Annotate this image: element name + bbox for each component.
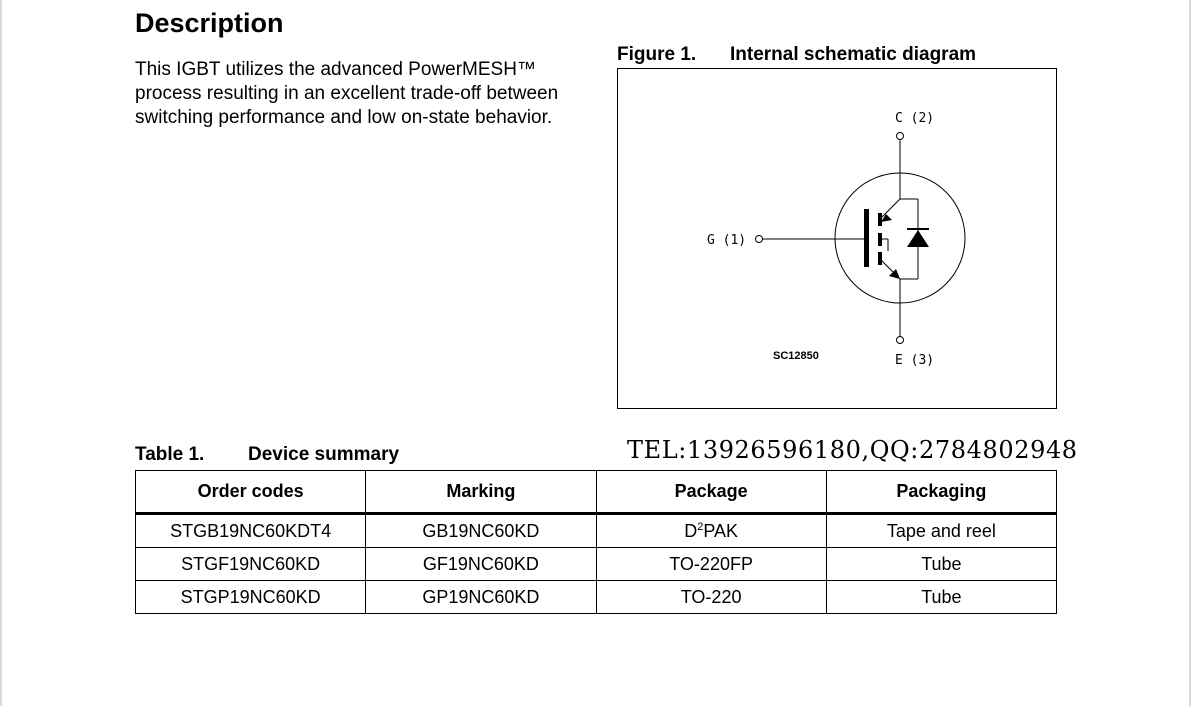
table-header-row: Order codes Marking Package Packaging bbox=[134, 470, 1058, 515]
table-row: STGB19NC60KDT4 GB19NC60KD D2PAK Tape and… bbox=[134, 513, 1058, 548]
collector-terminal bbox=[896, 132, 904, 140]
marking-cell: GB19NC60KD bbox=[365, 513, 597, 548]
table-number: Table 1. bbox=[135, 444, 205, 465]
order-code-cell: STGB19NC60KDT4 bbox=[134, 513, 367, 548]
header-packaging: Packaging bbox=[825, 470, 1058, 515]
contact-info: TEL:13926596180,QQ:2784802948 bbox=[627, 436, 1078, 464]
figure-caption: Figure 1. Internal schematic diagram bbox=[617, 44, 976, 66]
package-suffix: PAK bbox=[703, 520, 739, 541]
header-order-codes: Order codes bbox=[134, 470, 367, 515]
marking-cell: GF19NC60KD bbox=[365, 547, 597, 581]
table-title: Device summary bbox=[248, 444, 400, 465]
collector-label: C (2) bbox=[895, 111, 934, 126]
header-marking: Marking bbox=[365, 470, 597, 515]
order-code-cell: STGF19NC60KD bbox=[134, 547, 367, 581]
description-text: This IGBT utilizes the advanced PowerMES… bbox=[135, 59, 559, 128]
igbt-schematic-svg: C (2) G (1) E (3) SC12850 bbox=[707, 111, 966, 368]
package-cell: D2PAK bbox=[595, 513, 827, 548]
packaging-cell: Tube bbox=[825, 547, 1058, 581]
marking-cell: GP19NC60KD bbox=[365, 580, 597, 614]
gate-plate bbox=[864, 209, 869, 267]
package-cell: TO-220 bbox=[595, 580, 827, 614]
packaging-cell: Tube bbox=[825, 580, 1058, 614]
gate-terminal bbox=[755, 235, 763, 243]
device-summary-table: Order codes Marking Package Packaging ST… bbox=[134, 470, 1058, 614]
emitter-terminal bbox=[896, 336, 904, 344]
table-caption: Table 1. Device summary bbox=[135, 444, 399, 466]
page-right-edge bbox=[1189, 0, 1191, 706]
package-superscript: 2 bbox=[697, 520, 704, 533]
schematic-diagram: C (2) G (1) E (3) SC12850 bbox=[617, 68, 1057, 409]
figure-title: Internal schematic diagram bbox=[730, 44, 977, 65]
table-row: STGP19NC60KD GP19NC60KD TO-220 Tube bbox=[134, 580, 1058, 614]
emitter-label: E (3) bbox=[895, 353, 934, 368]
package-prefix: D bbox=[684, 520, 698, 541]
header-package: Package bbox=[595, 470, 827, 515]
figure-number: Figure 1. bbox=[617, 44, 697, 65]
order-code-cell: STGP19NC60KD bbox=[134, 580, 367, 614]
page-left-edge bbox=[0, 0, 2, 706]
table-row: STGF19NC60KD GF19NC60KD TO-220FP Tube bbox=[134, 547, 1058, 581]
diode-triangle bbox=[907, 230, 929, 247]
description-heading: Description bbox=[135, 8, 284, 38]
diagram-code: SC12850 bbox=[773, 350, 819, 362]
gate-label: G (1) bbox=[707, 233, 746, 248]
package-cell: TO-220FP bbox=[595, 547, 827, 581]
packaging-cell: Tape and reel bbox=[825, 513, 1058, 548]
